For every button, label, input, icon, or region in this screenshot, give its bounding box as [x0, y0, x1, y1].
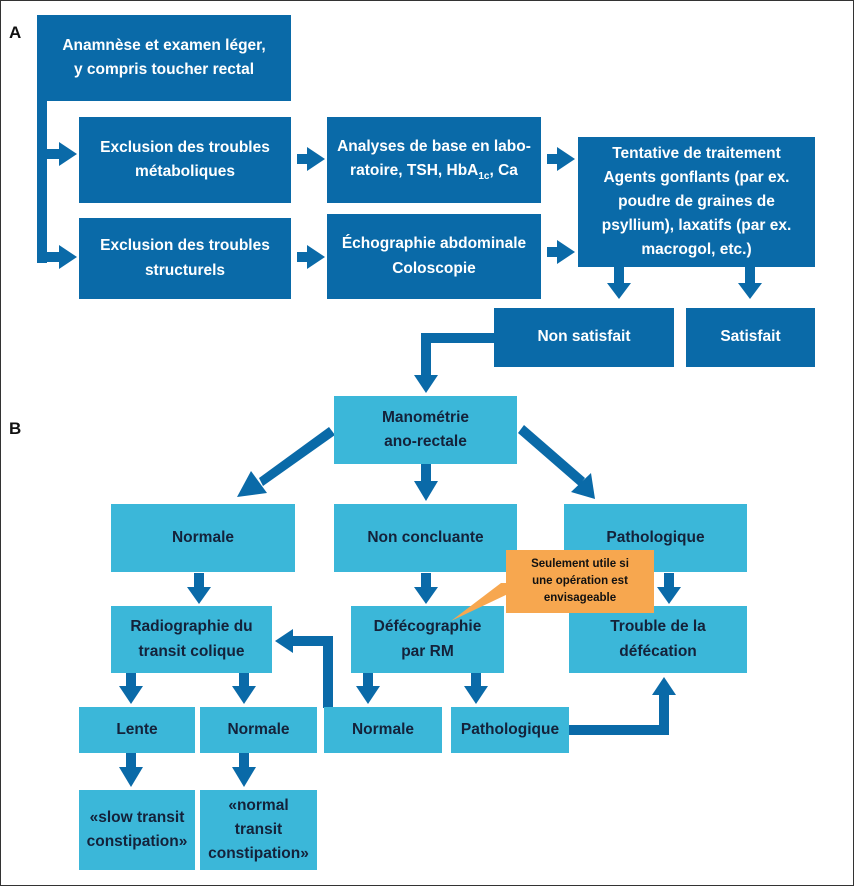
- link-normale-normal: [239, 753, 249, 769]
- box-radiographie: Radiographie du transit colique: [111, 606, 272, 673]
- link-labo-tentative: [547, 154, 559, 164]
- arrow-to-tentative-1: [557, 147, 575, 171]
- link-nonsat-down: [421, 333, 431, 377]
- link-defeco-normale: [363, 673, 373, 688]
- arrow-to-defecographie: [414, 587, 438, 604]
- box-anamnese: Anamnèse et examen léger, y compris touc…: [37, 15, 291, 101]
- arrow-to-non-concluante: [414, 481, 438, 501]
- section-label-b: B: [9, 419, 22, 438]
- link-patho-trouble: [664, 573, 674, 589]
- link-struct-echo: [297, 252, 309, 262]
- arrow-to-labo: [307, 147, 325, 171]
- arrow-to-slow: [119, 767, 143, 787]
- arrow-to-non-satisfait: [607, 283, 631, 299]
- box-defecographie: Défécographie par RM: [351, 606, 504, 673]
- link-metab-labo: [297, 154, 309, 164]
- box-lente: Lente: [79, 707, 195, 753]
- box-normale: Normale: [111, 504, 295, 572]
- labo-line-2-post: , Ca: [489, 162, 518, 180]
- arrow-to-radiographie-loop: [275, 629, 293, 653]
- box-normale-defeco: Normale: [324, 707, 442, 753]
- labo-line-2: ratoire, TSH, HbA1c, Ca: [350, 159, 518, 185]
- arrow-to-manometrie: [414, 375, 438, 393]
- labo-line-2-pre: ratoire, TSH, HbA: [350, 162, 479, 180]
- arrow-to-patho-defeco: [464, 686, 488, 704]
- arrow-to-normal-transit: [232, 767, 256, 787]
- arrow-to-tentative-2: [557, 240, 575, 264]
- arrow-to-radiographie: [187, 587, 211, 604]
- loop-up-line: [323, 636, 333, 708]
- box-analyses-labo: Analyses de base en labo- ratoire, TSH, …: [327, 117, 541, 203]
- box-non-concluante: Non concluante: [334, 504, 517, 572]
- diag-to-patho: [518, 425, 585, 486]
- link-tentative-nonsat: [614, 267, 624, 284]
- link-nonconc-defeco: [421, 573, 431, 589]
- link-tentative-sat: [745, 267, 755, 284]
- link-normale-radio: [194, 573, 204, 589]
- link-mano-nonconc: [421, 464, 431, 482]
- callout-pointer: [451, 583, 521, 621]
- loop-left-line: [291, 636, 333, 646]
- spine-line: [37, 101, 47, 263]
- box-exclusion-structurels: Exclusion des troubles structurels: [79, 218, 291, 299]
- box-tentative-traitement: Tentative de traitement Agents gonflants…: [578, 137, 815, 267]
- branch-line-struct: [37, 252, 61, 262]
- arrow-to-normale-radio: [232, 686, 256, 704]
- labo-line-1: Analyses de base en labo-: [337, 138, 531, 156]
- link-lente-slow: [126, 753, 136, 769]
- box-satisfait: Satisfait: [686, 308, 815, 367]
- arrow-to-normale-defeco: [356, 686, 380, 704]
- box-slow-transit: «slow transit constipation»: [79, 790, 195, 870]
- box-echographie: Échographie abdominale Coloscopie: [327, 214, 541, 299]
- patho-right-line: [569, 725, 669, 735]
- arrow-to-excl-metab: [59, 142, 77, 166]
- box-normal-transit: «normal transit constipation»: [200, 790, 317, 870]
- arrow-to-trouble-loop: [652, 677, 676, 695]
- link-nonsat-left: [421, 333, 494, 343]
- arrow-to-excl-struct: [59, 245, 77, 269]
- branch-line-metab: [37, 149, 61, 159]
- arrow-to-lente: [119, 686, 143, 704]
- arrow-to-echo: [307, 245, 325, 269]
- diag-to-normale: [259, 427, 335, 486]
- arrow-to-satisfait: [738, 283, 762, 299]
- callout-note: Seulement utile si une opération est env…: [506, 550, 654, 613]
- box-manometrie: Manométrie ano-rectale: [334, 396, 517, 464]
- link-radio-lente: [126, 673, 136, 688]
- box-trouble-defecation: Trouble de la défécation: [569, 606, 747, 673]
- arrow-to-pathologique: [571, 473, 595, 499]
- link-defeco-patho: [471, 673, 481, 688]
- box-normale-radio: Normale: [200, 707, 317, 753]
- box-pathologique-defeco: Pathologique: [451, 707, 569, 753]
- arrow-to-trouble: [657, 587, 681, 604]
- patho-up-line: [659, 693, 669, 735]
- labo-subscript: 1c: [478, 171, 490, 183]
- link-radio-normale: [239, 673, 249, 688]
- link-echo-tentative: [547, 247, 559, 257]
- section-label-a: A: [9, 23, 22, 42]
- box-exclusion-metaboliques: Exclusion des troubles métaboliques: [79, 117, 291, 203]
- box-non-satisfait: Non satisfait: [494, 308, 674, 367]
- arrow-to-normale: [237, 471, 267, 497]
